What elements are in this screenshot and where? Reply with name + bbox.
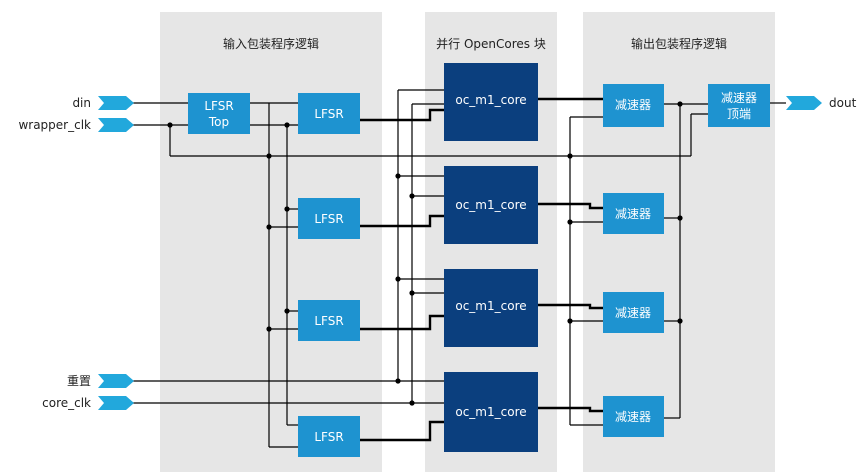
reducer-block-4: 减速器 (603, 396, 664, 437)
port-dout: dout (786, 96, 857, 110)
junction-dots (167, 101, 683, 406)
core-block-2: oc_m1_core (444, 166, 538, 244)
core-block-1: oc_m1_core (444, 63, 538, 141)
lfsr-top-label-1: LFSR (204, 99, 233, 113)
port-din: din (72, 96, 134, 110)
lfsr-label: LFSR (314, 314, 343, 328)
lfsr-label: LFSR (314, 212, 343, 226)
reducer-top-block: 减速器 顶端 (708, 84, 770, 127)
lfsr-label: LFSR (314, 107, 343, 121)
port-dout-label: dout (829, 96, 857, 110)
core-block-4: oc_m1_core (444, 372, 538, 452)
lfsr-block-4: LFSR (298, 416, 360, 457)
lfsr-top-block: LFSR Top (188, 93, 250, 134)
core-label: oc_m1_core (455, 93, 526, 107)
port-core-clk-arrow (98, 396, 134, 410)
reducer-top-label-2: 顶端 (727, 107, 751, 121)
bus-wires (360, 97, 603, 442)
input-wrapper-region (160, 12, 382, 472)
lfsr-label: LFSR (314, 430, 343, 444)
port-reset-arrow (98, 374, 134, 388)
reducer-label: 减速器 (615, 410, 651, 424)
port-wrapper-clk-label: wrapper_clk (18, 118, 91, 132)
core-label: oc_m1_core (455, 405, 526, 419)
reducer-label: 减速器 (615, 98, 651, 112)
core-block-3: oc_m1_core (444, 269, 538, 347)
port-dout-arrow (786, 96, 822, 110)
reducer-block-1: 减速器 (603, 84, 664, 127)
opencores-title: 并行 OpenCores 块 (436, 37, 546, 51)
core-label: oc_m1_core (455, 198, 526, 212)
reducer-block-2: 减速器 (603, 193, 664, 234)
port-core-clk-label: core_clk (42, 396, 91, 410)
reducer-top-label-1: 减速器 (721, 91, 757, 105)
port-reset: 重置 (67, 374, 134, 388)
reducer-block-3: 减速器 (603, 292, 664, 333)
output-wrapper-title: 输出包装程序逻辑 (631, 36, 727, 51)
core-label: oc_m1_core (455, 299, 526, 313)
port-din-label: din (72, 96, 91, 110)
port-wrapper-clk-arrow (98, 118, 134, 132)
reducer-label: 减速器 (615, 306, 651, 320)
lfsr-block-2: LFSR (298, 198, 360, 239)
port-reset-label: 重置 (67, 374, 91, 388)
port-core-clk: core_clk (42, 396, 134, 410)
port-din-arrow (98, 96, 134, 110)
reducer-label: 减速器 (615, 207, 651, 221)
thin-wires (133, 89, 786, 448)
port-wrapper-clk: wrapper_clk (18, 118, 134, 132)
input-wrapper-title: 输入包装程序逻辑 (223, 36, 319, 51)
lfsr-top-label-2: Top (208, 115, 229, 129)
lfsr-block-1: LFSR (298, 93, 360, 134)
lfsr-block-3: LFSR (298, 300, 360, 341)
